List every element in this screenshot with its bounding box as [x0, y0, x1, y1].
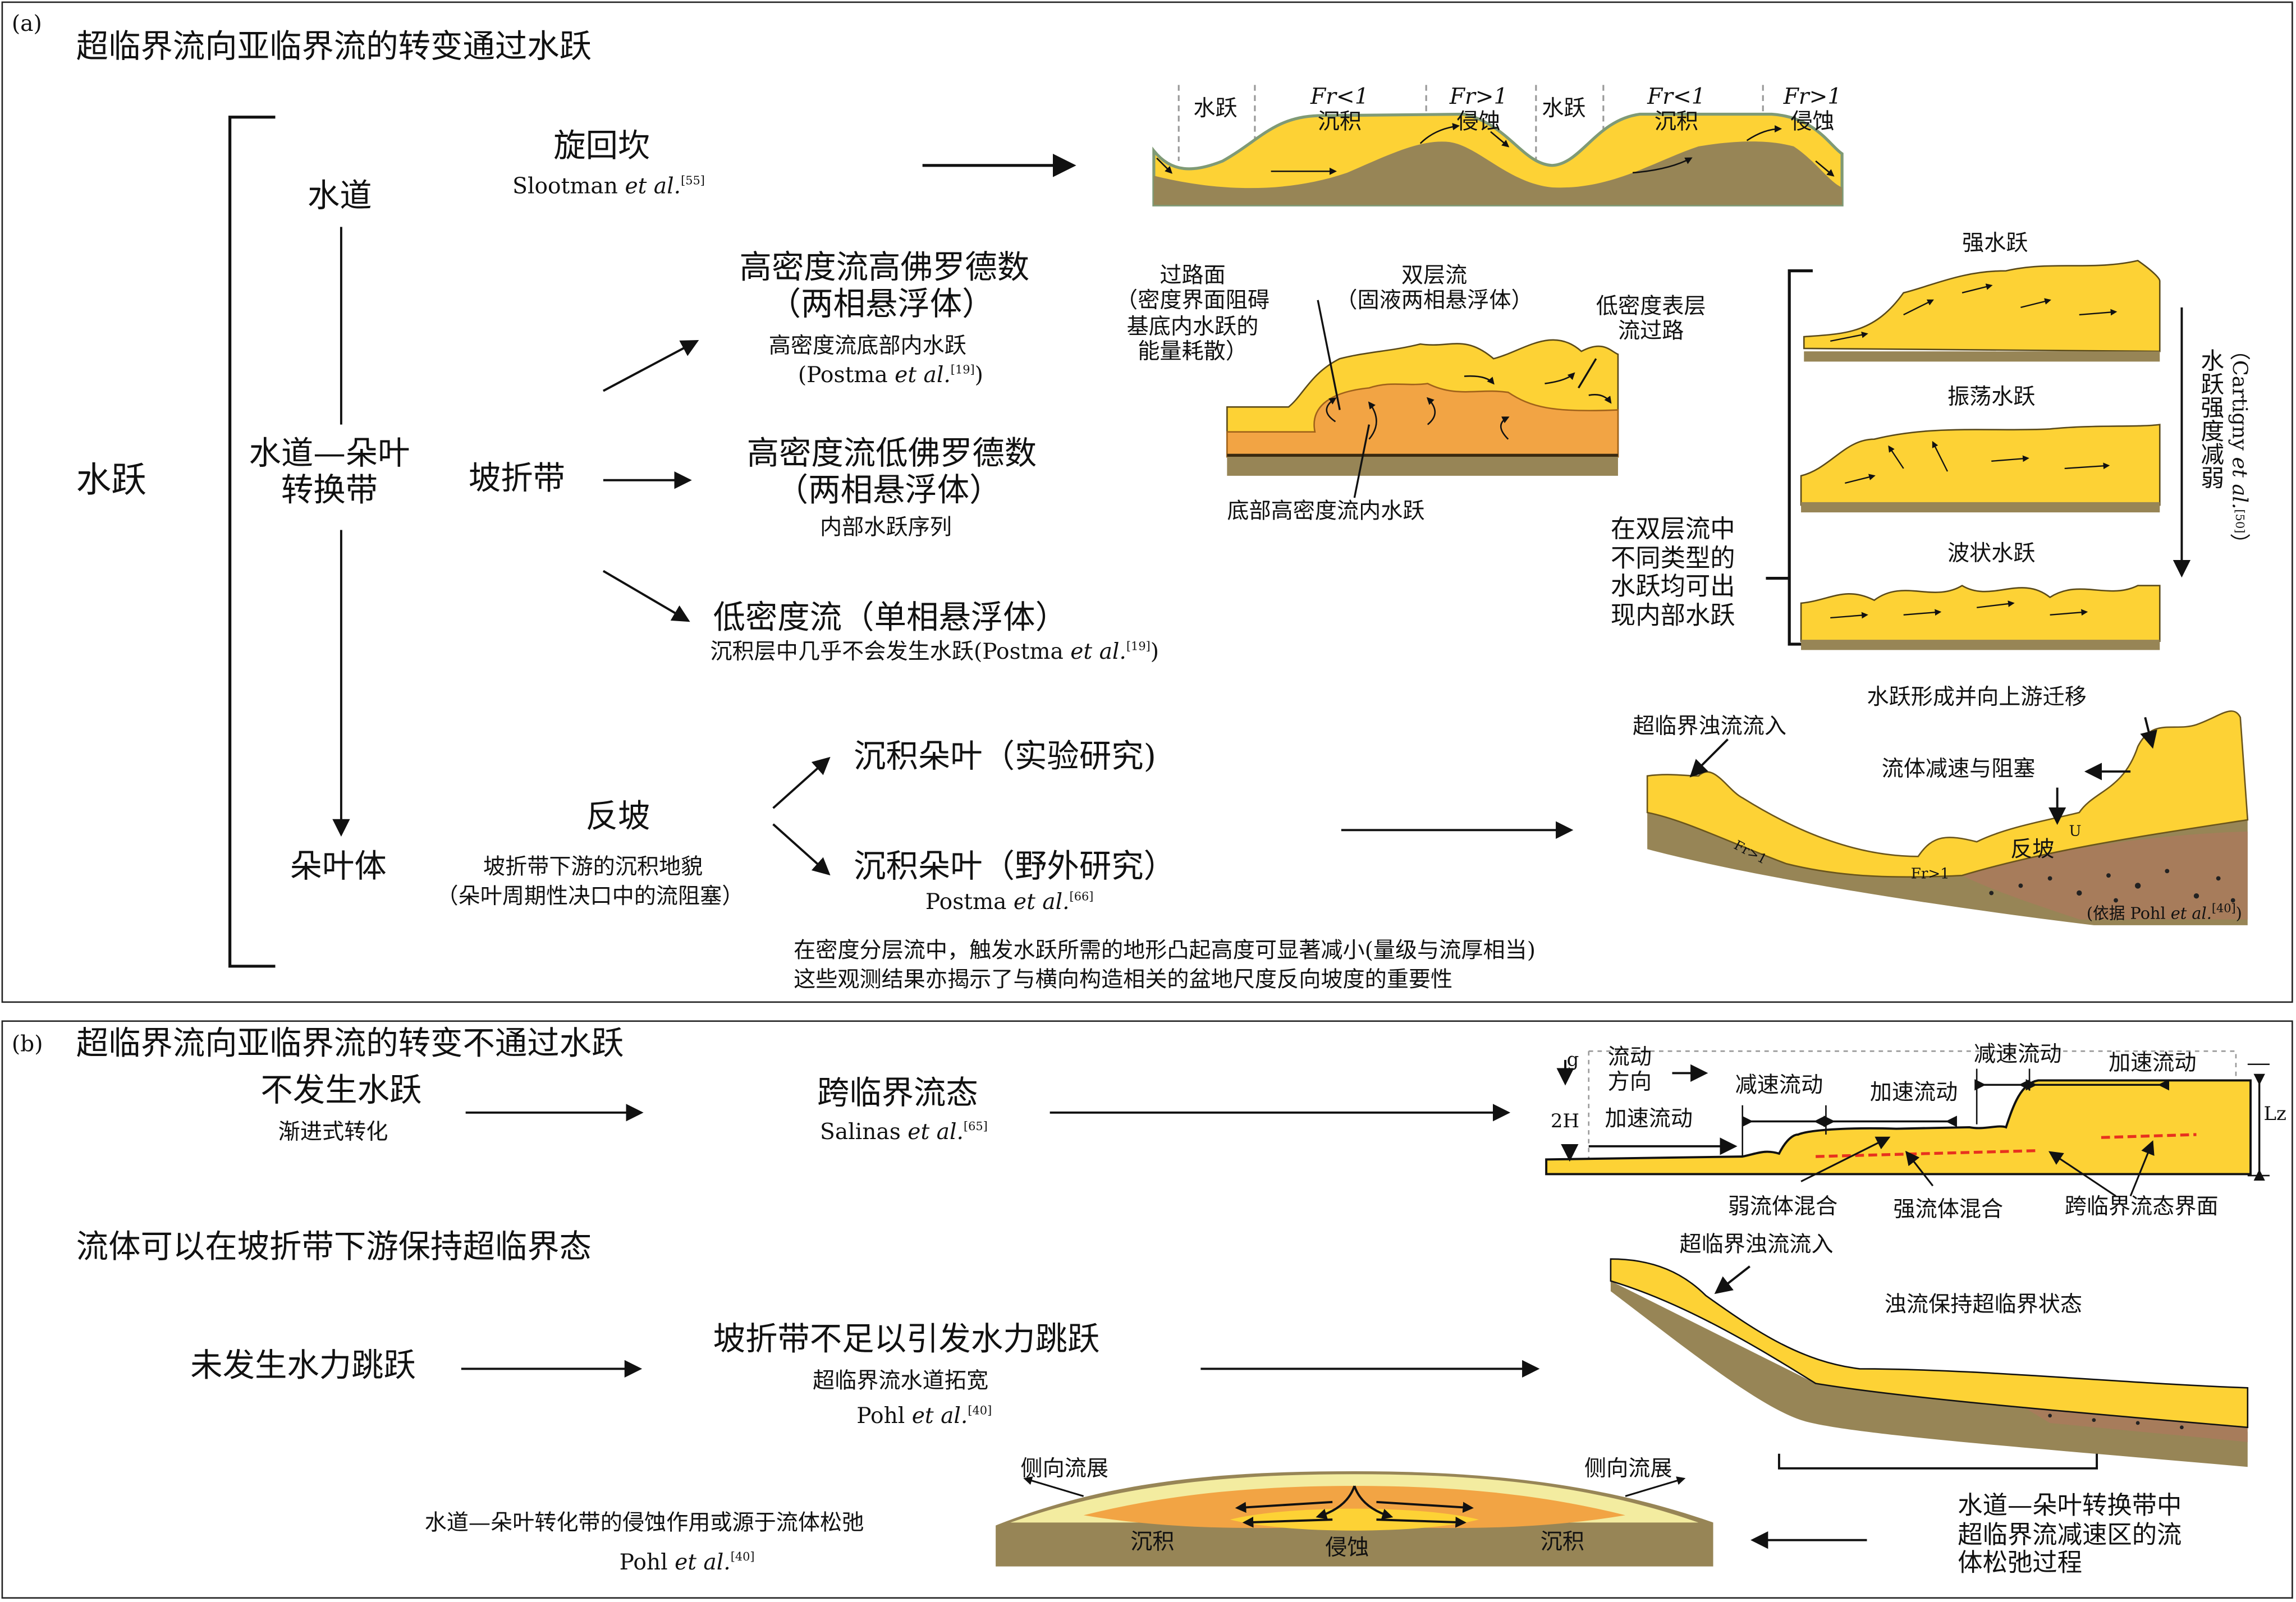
hd-high-cite: (Postma et al.[19]): [798, 361, 983, 388]
transcritical-diagram: [1545, 1050, 2270, 1197]
insufficient-label: 坡折带不足以引发水力跳跃: [713, 1321, 1100, 1359]
low-density-desc: 沉积层中几乎不会发生水跃(Postma et al.[19]): [710, 638, 1160, 665]
adverse-slope-desc2: （朵叶周期性决口中的流阻塞）: [436, 883, 744, 910]
gradual-label: 渐进式转化: [278, 1118, 388, 1145]
panel-b-tag: (b): [11, 1030, 43, 1057]
deposition-left: 沉积: [1130, 1528, 1175, 1555]
cyclic-label: 水跃: [1542, 95, 1586, 122]
strength-cite: （Cartigny et al.[50]）: [2227, 339, 2251, 554]
jump-note: 在双层流中不同类型的水跃均可出现内部水跃: [1610, 515, 1735, 631]
transcritical-label: 跨临界流态: [817, 1076, 978, 1113]
bypass-surface-label: 过路面（密度界面阻碍基底内水跃的能量耗散）: [1116, 262, 1270, 364]
weak-mixing-label: 弱流体混合: [1727, 1193, 1838, 1220]
lateral-spread-left: 侧向流展: [1020, 1455, 1109, 1482]
oscillating-jump-label: 振荡水跃: [1947, 383, 2036, 410]
cyclic-steps-diagram: [1152, 85, 1844, 206]
root-hydraulic-jump: 水跃: [76, 460, 146, 501]
no-jump-label: 不发生水跃: [260, 1073, 422, 1110]
pohl-cite: Pohl et al.[40]: [856, 1402, 992, 1429]
height-label: 2H: [1550, 1111, 1580, 1133]
transcritical-cite: Salinas et al.[65]: [820, 1118, 988, 1145]
arrow-lobe-exp: [772, 756, 831, 809]
fr-label: Fr>1: [1910, 866, 1950, 883]
jump-types-diagrams: [1800, 259, 2191, 650]
strong-jump-label: 强水跃: [1962, 229, 2028, 256]
cyclic-step-cite: Slootman et al.[55]: [512, 172, 705, 199]
gravity-label: g: [1566, 1049, 1579, 1072]
lobe-experimental: 沉积朵叶（实验研究): [854, 739, 1157, 776]
maintain-title: 流体可以在坡折带下游保持超临界态: [76, 1229, 592, 1266]
note-2: 这些观测结果亦揭示了与横向构造相关的盆地尺度反向坡度的重要性: [794, 966, 1453, 993]
accel-label: 加速流动: [1605, 1105, 1693, 1132]
widening-label: 超临界流水道拓宽: [812, 1367, 989, 1394]
hd-low-desc: 内部水跃序列: [820, 513, 952, 540]
interface-label: 跨临界流态界面: [2064, 1193, 2219, 1220]
strength-decrease-label: 水跃强度减弱: [2196, 348, 2225, 489]
slope-break: 坡折带: [468, 461, 566, 498]
inflow-label: 超临界浊流流入: [1679, 1231, 1834, 1258]
arrow-low-density: [602, 570, 690, 622]
decel-label: 流体减速与阻塞: [1881, 755, 2036, 782]
two-layer-label: 双层流（固液两相悬浮体）: [1335, 262, 1533, 314]
decel-label: 减速流动: [1735, 1071, 1823, 1098]
panel-a: [1, 1, 2293, 1003]
adverse-slope-diagram-label: 反坡: [2010, 836, 2055, 862]
erosion-label: 侵蚀: [1325, 1534, 1369, 1561]
panel-a-title: 超临界流向亚临界流的转变通过水跃: [76, 29, 592, 66]
accel-label: 加速流动: [1869, 1078, 1958, 1105]
tier-lobe: 朵叶体: [290, 849, 387, 886]
hd-low-title: 高密度流低佛罗德数: [746, 436, 1037, 473]
lz-label: Lz: [2263, 1104, 2286, 1126]
two-layer-flow-diagram: [1226, 300, 1619, 498]
main-bracket: [228, 116, 276, 968]
maintain-supercritical-label: 浊流保持超临界状态: [1884, 1291, 2083, 1318]
panel-b: [1, 1020, 2293, 1599]
hd-high-desc: 高密度流底部内水跃: [768, 332, 966, 359]
adverse-slope-diagram: [1646, 710, 2249, 925]
erosion-cite: Pohl et al.[40]: [619, 1549, 755, 1576]
lobe-field-cite: Postma et al.[66]: [925, 888, 1094, 915]
strong-mixing-label: 强流体混合: [1893, 1196, 2004, 1223]
surface-bypass-label: 低密度表层流过路: [1596, 292, 1706, 345]
tier-channel: 水道: [307, 178, 372, 215]
cyclic-label: 水跃: [1193, 95, 1238, 122]
accel-label: 加速流动: [2108, 1049, 2197, 1076]
relax-note: 水道—朵叶转换带中超临界流减速区的流体松弛过程: [1958, 1491, 2182, 1578]
cyclic-step-title: 旋回坎: [553, 128, 650, 166]
lobe-field: 沉积朵叶（野外研究）: [854, 849, 1176, 886]
deposition-right: 沉积: [1540, 1528, 1584, 1555]
maintained-supercritical-diagram: [1610, 1258, 2249, 1470]
undular-jump-label: 波状水跃: [1947, 540, 2036, 567]
hd-high-sub: （两相悬浮体）: [768, 287, 995, 324]
adverse-slope-desc1: 坡折带下游的沉积地貌: [483, 853, 703, 880]
hd-low-sub: （两相悬浮体）: [776, 472, 1002, 509]
panel-a-tag: (a): [11, 10, 42, 37]
migrate-label: 水跃形成并向上游迁移: [1867, 683, 2087, 710]
basal-jump-label: 底部高密度流内水跃: [1227, 498, 1425, 525]
lens-diagram: [996, 1471, 1713, 1567]
decel-label: 减速流动: [1973, 1040, 2062, 1067]
inflow-label: 超临界浊流流入: [1633, 713, 1787, 740]
erosion-note: 水道—朵叶转化带的侵蚀作用或源于流体松弛: [424, 1509, 864, 1536]
velocity-label: U: [2069, 824, 2082, 841]
hd-high-title: 高密度流高佛罗德数: [739, 250, 1030, 287]
note-1: 在密度分层流中，触发水跃所需的地形凸起高度可显著减小(量级与流厚相当): [794, 937, 1536, 963]
no-hydraulic-jump-label: 未发生水力跳跃: [190, 1348, 416, 1385]
adverse-slope-title: 反坡: [585, 799, 650, 836]
adverse-cite: (依据 Pohl et al.[40]): [2086, 902, 2242, 924]
arrow-lobe-field: [772, 823, 831, 876]
tier-transition: 水道—朵叶转换带: [249, 436, 410, 510]
flow-direction-label: 流动方向: [1607, 1044, 1652, 1096]
panel-b-title: 超临界流向亚临界流的转变不通过水跃: [76, 1026, 624, 1063]
low-density-title: 低密度流（单相悬浮体）: [713, 600, 1068, 637]
arrow-hd-high: [602, 340, 699, 392]
lateral-spread-right: 侧向流展: [1584, 1455, 1672, 1482]
